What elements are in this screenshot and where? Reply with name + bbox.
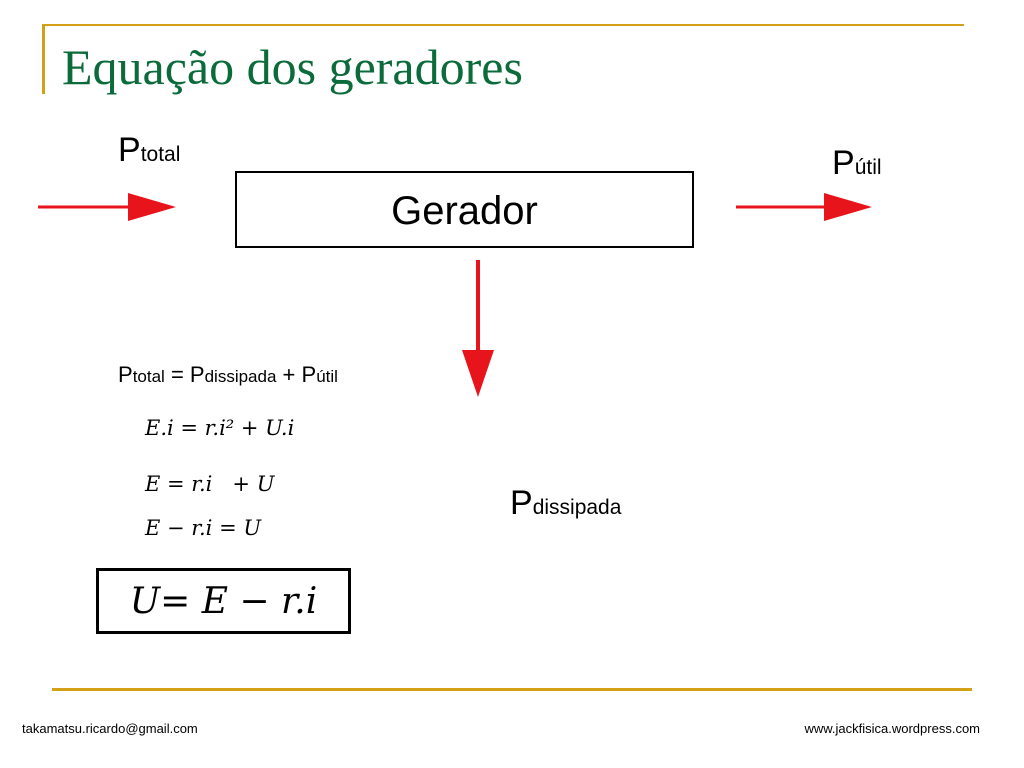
frame-left-line (42, 24, 45, 94)
frame-top-line (42, 24, 964, 26)
p-util-label: Pútil (832, 146, 882, 180)
frame-bottom-line (52, 688, 972, 691)
dissipada-subscript: dissipada (204, 367, 277, 386)
p-total-label: Ptotal (118, 133, 180, 167)
dissipada-subscript: dissipada (532, 496, 622, 519)
total-subscript: total (140, 143, 181, 166)
p-letter: P (301, 362, 317, 387)
math-line-2: E = r.i + U (145, 472, 275, 496)
p-letter: P (118, 131, 141, 169)
power-balance-equation: Ptotal = Pdissipada + Pútil (118, 364, 338, 386)
util-subscript: útil (316, 367, 338, 386)
plus-sign: + (276, 362, 302, 387)
p-letter: P (510, 484, 533, 522)
total-subscript: total (132, 367, 165, 386)
output-arrow (736, 193, 872, 221)
final-formula: U= E − r.i (129, 580, 318, 622)
util-subscript: útil (854, 156, 882, 179)
math-line-1: E.i = r.i² + U.i (145, 416, 295, 440)
p-dissipada-label: Pdissipada (510, 486, 621, 520)
math-line-3: E − r.i = U (145, 516, 262, 540)
generator-box: Gerador (235, 171, 694, 248)
final-formula-box: U= E − r.i (96, 568, 351, 634)
footer-email: takamatsu.ricardo@gmail.com (22, 721, 198, 736)
p-letter: P (118, 362, 133, 387)
footer-website: www.jackfisica.wordpress.com (804, 721, 980, 736)
p-letter: P (189, 362, 205, 387)
slide-title: Equação dos geradores (62, 39, 523, 95)
generator-label: Gerador (391, 189, 538, 233)
p-letter: P (832, 144, 855, 182)
input-arrow (38, 193, 176, 221)
equals-sign: = (164, 362, 190, 387)
dissipation-arrow (462, 260, 494, 397)
